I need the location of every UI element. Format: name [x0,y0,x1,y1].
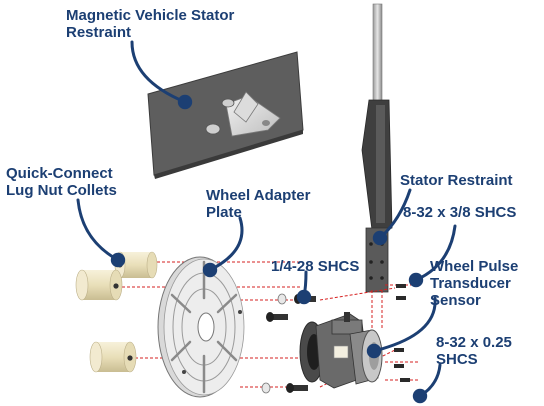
label-line: 1/4-28 SHCS [271,258,360,275]
magnetic-restraint-plate [147,51,304,179]
shcs-1-4-28-screw-b [266,312,288,322]
label-line: Stator Restraint [400,172,513,189]
washer-lower [261,382,271,394]
wheel-adapter-plate [157,256,245,398]
washer-upper [277,293,287,305]
label-quick-connect-lug-nut-collets: Quick-Connect Lug Nut Collets [6,165,117,199]
label-8-32-x-0-25-shcs: 8-32 x 0.25 SHCS [436,334,512,368]
collet-top [114,251,158,279]
callout-leader-lines [76,40,457,404]
collet-bottom [89,341,137,373]
restraint-bracket [205,91,281,137]
label-line: Wheel Pulse [430,258,519,275]
label-line: Transducer [430,275,511,292]
label-line: Lug Nut Collets [6,182,117,199]
small-screws-8-32 [394,284,410,382]
shcs-1-4-28-screw-c [286,383,308,393]
label-line: Plate [206,204,242,221]
label-line: Sensor [430,292,481,309]
label-wheel-pulse-transducer-sensor: Wheel Pulse Transducer Sensor [430,258,518,309]
label-line: Wheel Adapter [206,187,311,204]
label-magnetic-vehicle-stator-restraint: Magnetic Vehicle Stator Restraint [66,7,234,41]
wheel-pulse-transducer-sensor [299,312,383,389]
label-line: Quick-Connect [6,165,113,182]
label-line: 8-32 x 3/8 SHCS [403,204,517,221]
label-line: Restraint [66,24,132,41]
label-line: SHCS [436,351,478,368]
label-line: 8-32 x 0.25 [436,334,512,351]
collet-middle [75,269,123,301]
label-stator-restraint: Stator Restraint [400,172,513,189]
label-1-4-28-shcs: 1/4-28 SHCS [271,258,359,275]
label-line: Magnetic Vehicle Stator [66,7,235,24]
label-wheel-adapter-plate: Wheel Adapter Plate [206,187,310,221]
stator-restraint-arm [361,3,393,293]
label-8-32-x-3-8-shcs: 8-32 x 3/8 SHCS [403,204,516,221]
